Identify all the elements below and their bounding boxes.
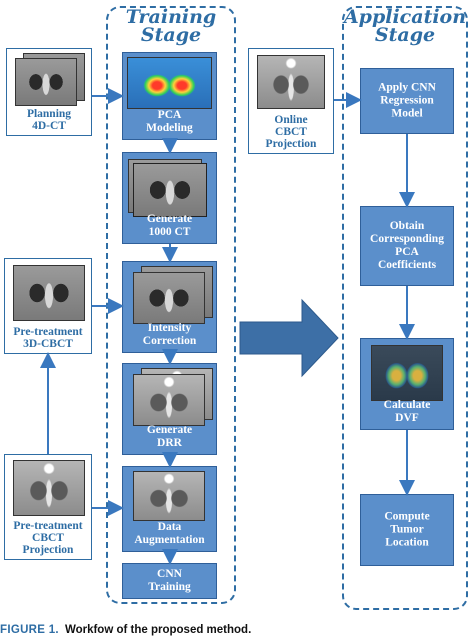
pretreatment-projection-label: Pre-treatment CBCT Projection	[13, 520, 83, 556]
cbct-image	[13, 265, 85, 321]
online-projection-box: Online CBCT Projection	[248, 48, 334, 154]
application-title-line1: Application	[343, 6, 467, 28]
drr-image	[133, 374, 205, 426]
obtain-pca-label: Obtain Corresponding PCA Coefficients	[370, 220, 444, 271]
calculate-dvf-box: Calculate DVF	[360, 338, 454, 430]
calculate-dvf-label: Calculate DVF	[383, 399, 431, 424]
ct-volume-stack-image	[133, 163, 207, 217]
figure-label: FIGURE 1.	[0, 624, 59, 636]
planning-ct-image	[15, 58, 77, 106]
dvf-image	[371, 345, 443, 401]
training-stage-title: Training Stage	[106, 6, 236, 46]
apply-cnn-label: Apply CNN Regression Model	[378, 81, 436, 120]
application-stage-panel	[342, 6, 468, 610]
online-projection-label: Online CBCT Projection	[265, 114, 317, 150]
pretreatment-projection-box: Pre-treatment CBCT Projection	[4, 454, 92, 560]
application-title-line2: Stage	[374, 24, 436, 46]
figure-caption-text: Workfow of the proposed method.	[64, 624, 252, 636]
pretreatment-projection-image	[13, 460, 85, 516]
corrected-ct-image	[133, 272, 205, 324]
compute-tumor-label: Compute Tumor Location	[384, 510, 430, 549]
pca-heatmap-image	[127, 57, 212, 109]
figure-caption: FIGURE 1. Workfow of the proposed method.	[0, 624, 251, 636]
training-title-line1: Training	[125, 6, 217, 28]
augmented-drr-image	[133, 471, 205, 521]
big-stage-arrow	[239, 298, 339, 378]
training-title-line2: Stage	[140, 24, 202, 46]
application-stage-title: Application Stage	[342, 6, 468, 46]
compute-tumor-box: Compute Tumor Location	[360, 494, 454, 566]
online-projection-image	[257, 55, 325, 109]
obtain-pca-box: Obtain Corresponding PCA Coefficients	[360, 206, 454, 286]
apply-cnn-box: Apply CNN Regression Model	[360, 68, 454, 134]
